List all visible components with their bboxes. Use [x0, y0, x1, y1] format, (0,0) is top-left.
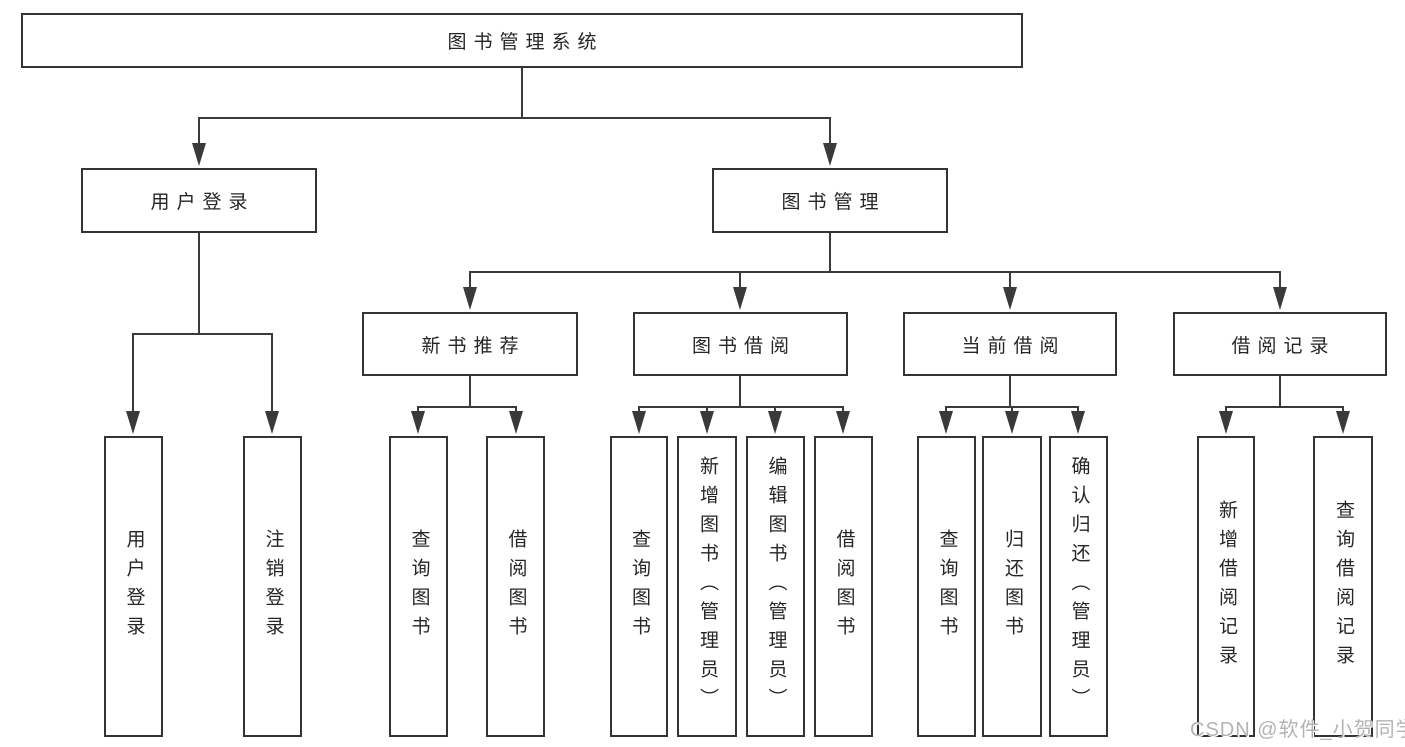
leaf-add-book-admin-label: 新增图书（管理员）: [696, 456, 718, 717]
arrowhead: [1071, 411, 1085, 434]
leaf-query-books-recommend: 查询图书: [389, 436, 448, 737]
leaf-edit-book-admin-label: 编辑图书（管理员）: [765, 456, 787, 717]
connector-book-borrow-children: [638, 376, 844, 418]
leaf-confirm-return-admin-label: 确认归还（管理员）: [1068, 456, 1090, 717]
connector-user-login-children: [132, 233, 273, 416]
leaf-borrow-books-recommend-label: 借阅图书: [505, 528, 527, 645]
node-new-book-recommend: 新书推荐: [362, 312, 578, 376]
leaf-query-books-borrow: 查询图书: [610, 436, 668, 737]
arrowhead: [265, 411, 279, 434]
arrowhead: [192, 143, 206, 166]
arrowhead: [768, 411, 782, 434]
arrowhead: [1219, 411, 1233, 434]
arrowhead: [1336, 411, 1350, 434]
leaf-query-borrow-record: 查询借阅记录: [1313, 436, 1373, 737]
node-book-borrow: 图书借阅: [633, 312, 848, 376]
leaf-confirm-return-admin: 确认归还（管理员）: [1049, 436, 1108, 737]
leaf-user-login: 用户登录: [104, 436, 163, 737]
node-user-login-label: 用户登录: [150, 192, 255, 213]
node-book-borrow-label: 图书借阅: [691, 335, 796, 357]
leaf-return-books-label: 归还图书: [1001, 528, 1023, 645]
leaf-add-borrow-record: 新增借阅记录: [1197, 436, 1255, 737]
connector-root-to-level2: [198, 68, 831, 148]
leaf-query-borrow-record-label: 查询借阅记录: [1332, 499, 1354, 674]
arrowhead: [733, 287, 747, 310]
arrowhead: [1273, 287, 1287, 310]
leaf-borrow-books-label: 借阅图书: [833, 528, 855, 645]
node-root: 图书管理系统: [21, 13, 1023, 68]
leaf-return-books: 归还图书: [982, 436, 1042, 737]
node-book-management: 图书管理: [712, 168, 948, 233]
leaf-borrow-books-recommend: 借阅图书: [486, 436, 545, 737]
leaf-edit-book-admin: 编辑图书（管理员）: [746, 436, 805, 737]
node-new-book-recommend-label: 新书推荐: [421, 335, 526, 357]
leaf-logout-label: 注销登录: [262, 528, 284, 645]
leaf-query-books-borrow-label: 查询图书: [628, 528, 650, 645]
arrowhead: [823, 143, 837, 166]
node-borrow-records-label: 借阅记录: [1231, 335, 1336, 357]
leaf-query-books-recommend-label: 查询图书: [408, 528, 430, 645]
connector-book-management-children: [469, 233, 1281, 292]
node-current-borrow-label: 当前借阅: [961, 335, 1066, 357]
leaf-add-book-admin: 新增图书（管理员）: [677, 436, 737, 737]
leaf-query-books-current-label: 查询图书: [936, 528, 958, 645]
arrowhead: [411, 411, 425, 434]
node-borrow-records: 借阅记录: [1173, 312, 1387, 376]
connector-new-book-recommend-children: [417, 376, 517, 418]
connector-borrow-records-children: [1225, 376, 1344, 418]
arrowhead: [126, 411, 140, 434]
arrowhead: [836, 411, 850, 434]
node-root-label: 图书管理系统: [447, 32, 604, 53]
arrowhead: [939, 411, 953, 434]
arrowhead: [1003, 287, 1017, 310]
arrowhead: [1005, 411, 1019, 434]
leaf-add-borrow-record-label: 新增借阅记录: [1215, 499, 1237, 674]
node-user-login: 用户登录: [81, 168, 317, 233]
leaf-query-books-current: 查询图书: [917, 436, 976, 737]
leaf-borrow-books: 借阅图书: [814, 436, 873, 737]
csdn-watermark: CSDN @软件_小贺同学: [1190, 719, 1405, 741]
leaf-user-login-label: 用户登录: [123, 528, 145, 645]
arrowhead: [509, 411, 523, 434]
leaf-logout: 注销登录: [243, 436, 302, 737]
node-current-borrow: 当前借阅: [903, 312, 1117, 376]
arrowhead: [632, 411, 646, 434]
node-book-management-label: 图书管理: [781, 192, 886, 213]
arrowhead: [700, 411, 714, 434]
arrowhead: [463, 287, 477, 310]
